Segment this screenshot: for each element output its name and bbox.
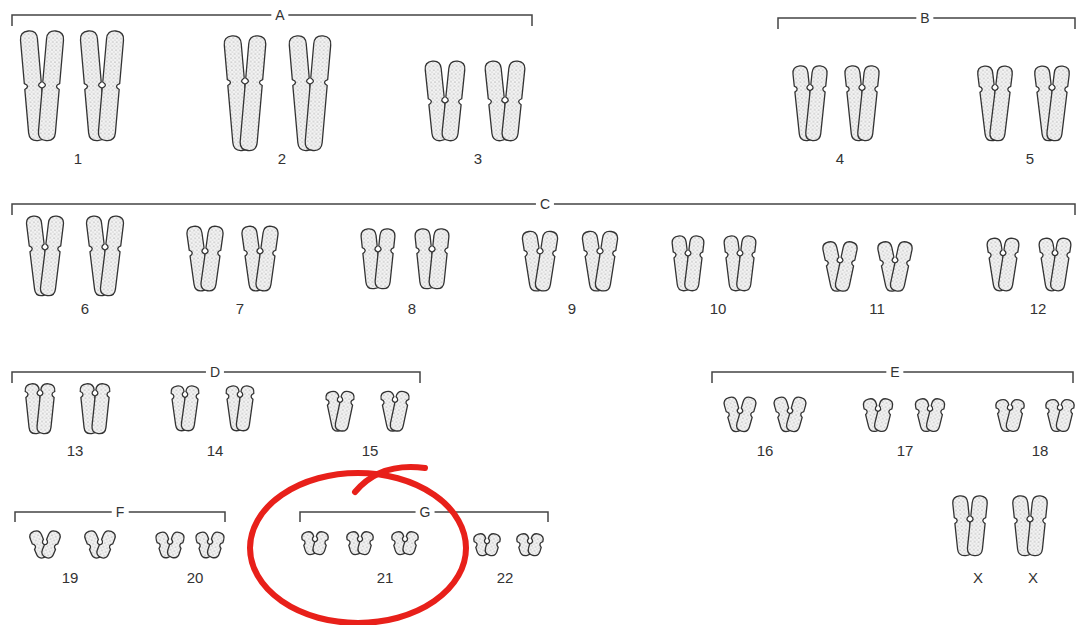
chromatid — [334, 390, 355, 432]
chromatid — [594, 230, 618, 292]
chromatid — [357, 530, 375, 555]
chromosome-number: 18 — [1032, 443, 1049, 458]
chromatid — [785, 396, 807, 433]
group-letter: B — [916, 11, 933, 25]
chromosome-number: 14 — [207, 443, 224, 458]
chromosome-number: 1 — [74, 151, 82, 166]
chromatid — [91, 383, 110, 434]
chromosome-number: 10 — [710, 301, 727, 316]
chromatid — [1046, 65, 1070, 141]
group-letter: C — [536, 197, 554, 211]
chromatid — [206, 531, 225, 559]
group-letter: E — [886, 365, 903, 379]
chromatid — [36, 383, 55, 434]
group-letter: F — [112, 505, 129, 519]
chromatid — [38, 30, 65, 141]
chromatid — [889, 241, 913, 293]
chromosome-number: 12 — [1030, 301, 1047, 316]
chromosome-number: 5 — [1026, 151, 1034, 166]
chromosome-number: 3 — [474, 151, 482, 166]
chromosome-number: 6 — [81, 301, 89, 316]
chromosome-number: 13 — [67, 443, 84, 458]
group-letter: G — [416, 505, 435, 519]
chromosome-number: 19 — [62, 570, 79, 585]
chromatid — [441, 60, 465, 141]
chromatid — [389, 390, 410, 432]
chromatid — [166, 531, 185, 559]
chromatid — [200, 225, 224, 291]
chromatid — [428, 228, 449, 289]
chromosomes — [20, 30, 1076, 559]
chromatid — [998, 237, 1020, 292]
chromatid — [98, 30, 125, 141]
chromosome-number: 7 — [236, 301, 244, 316]
chromatid — [304, 35, 331, 151]
red-circle-tail — [355, 467, 425, 492]
chromatid — [40, 215, 65, 296]
chromatid — [684, 235, 705, 291]
chromosome-number: 20 — [187, 570, 204, 585]
chromatid — [100, 215, 125, 296]
chromatid — [857, 65, 880, 141]
chromatid — [534, 230, 558, 292]
chromatid — [805, 65, 828, 141]
chromatid — [181, 385, 200, 431]
chromatid — [236, 385, 255, 431]
chromatid — [967, 495, 988, 556]
group-letter: D — [206, 365, 224, 379]
chromosome-number: 15 — [362, 443, 379, 458]
chromatid — [735, 396, 757, 433]
chromosome-number: 21 — [377, 570, 394, 585]
chromatid — [239, 35, 266, 151]
chromosome-number: 9 — [568, 301, 576, 316]
chromatid — [1055, 398, 1075, 432]
chromatid — [40, 529, 62, 559]
chromosome-number: 2 — [278, 151, 286, 166]
chromatid — [312, 530, 330, 555]
chromosome-number: X — [973, 570, 983, 585]
chromosome-number: 22 — [497, 570, 514, 585]
chromatid — [834, 241, 858, 293]
chromosome-number: 16 — [757, 443, 774, 458]
chromatid — [736, 235, 757, 291]
red-circle — [250, 473, 466, 623]
chromatid — [484, 532, 502, 556]
group-brackets — [12, 15, 1075, 522]
chromatid — [255, 225, 279, 291]
chromatid — [374, 228, 395, 289]
chromosome-number: X — [1028, 570, 1038, 585]
chromosome-number: 8 — [408, 301, 416, 316]
chromatid — [1005, 398, 1025, 432]
chromatid — [989, 65, 1013, 141]
chromosome-number: 17 — [897, 443, 914, 458]
chromatid — [873, 397, 894, 432]
chromosome-number: 4 — [836, 151, 844, 166]
group-letter: A — [271, 8, 288, 22]
chromatid — [1027, 495, 1048, 556]
chromatid — [402, 530, 420, 555]
chromatid — [1050, 237, 1072, 292]
highlight-circle — [250, 467, 466, 623]
chromatid — [925, 397, 946, 432]
chromatid — [527, 532, 545, 556]
chromatid — [501, 60, 525, 141]
chromosome-number: 11 — [869, 301, 885, 316]
chromatid — [95, 529, 117, 559]
